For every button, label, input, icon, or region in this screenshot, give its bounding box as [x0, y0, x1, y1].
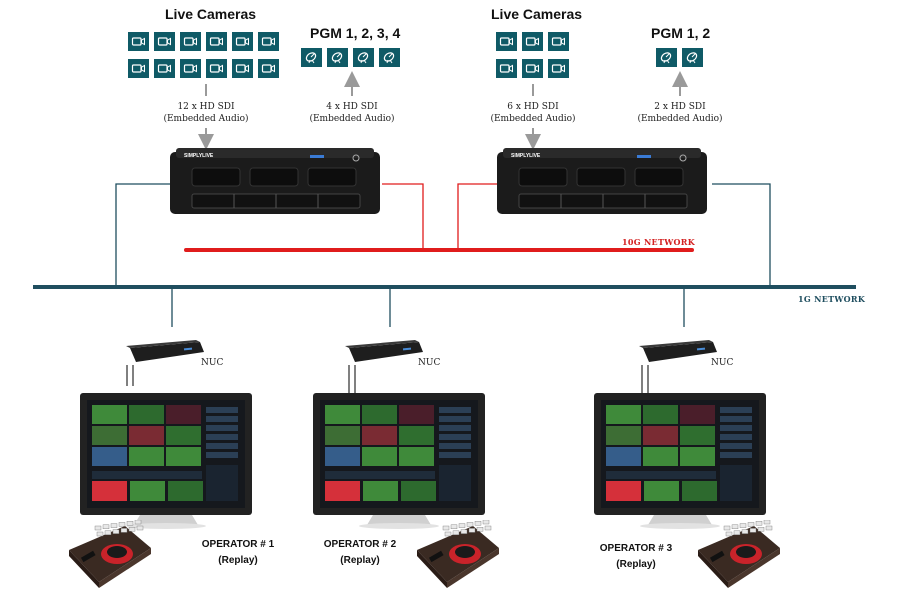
left-pgm-sdi-label: 4 x HD SDI (Embedded Audio): [306, 101, 398, 125]
video-camera-icon: [548, 59, 569, 78]
satellite-dish-icon: [656, 48, 677, 67]
sdi-line: 12 x HD SDI: [177, 102, 235, 112]
video-camera-icon: [258, 59, 279, 78]
sdi-line: (Embedded Audio): [163, 114, 249, 124]
replay-controller-1: [65, 519, 153, 593]
nuc-3-label: NUC: [711, 358, 734, 368]
replay-controller-2: [413, 519, 501, 593]
video-camera-icon: [522, 59, 543, 78]
video-camera-icon: [522, 32, 543, 51]
video-camera-icon: [232, 59, 253, 78]
left-pgm-row: [301, 48, 400, 67]
nuc-2: [345, 340, 423, 362]
video-camera-icon: [232, 32, 253, 51]
server-brand-label: SIMPLYLIVE: [184, 153, 214, 159]
replay-controller-3: [694, 519, 782, 593]
operator-title: OPERATOR # 1: [201, 539, 275, 550]
operator-role: (Replay): [616, 559, 656, 570]
server-right-10g-link: [457, 183, 498, 250]
server-left-1g-link: [115, 183, 170, 287]
replay-server-right: SIMPLYLIVE: [497, 148, 707, 214]
server-brand-label: SIMPLYLIVE: [511, 153, 541, 159]
satellite-dish-icon: [379, 48, 400, 67]
satellite-dish-icon: [327, 48, 348, 67]
camera-row: [128, 32, 279, 51]
video-camera-icon: [128, 59, 149, 78]
sdi-line: 4 x HD SDI: [326, 102, 378, 112]
video-camera-icon: [258, 32, 279, 51]
video-camera-icon: [128, 32, 149, 51]
right-pgm-row: [656, 48, 703, 67]
left-pgm-heading: PGM 1, 2, 3, 4: [310, 25, 401, 41]
satellite-dish-icon: [682, 48, 703, 67]
satellite-dish-icon: [353, 48, 374, 67]
nuc-2-label: NUC: [418, 358, 441, 368]
video-camera-icon: [496, 32, 517, 51]
right-camera-sdi-label: 6 x HD SDI (Embedded Audio): [487, 101, 579, 125]
operator-title: OPERATOR # 2: [323, 539, 397, 550]
operator-title: OPERATOR # 3: [599, 543, 673, 554]
nuc-monitor-cables: [126, 365, 649, 394]
video-camera-icon: [180, 59, 201, 78]
server-right-1g-link: [712, 183, 771, 287]
left-cameras-heading: Live Cameras: [165, 6, 257, 22]
operator-3-workstation: [594, 393, 766, 534]
operator-role: (Replay): [340, 555, 380, 566]
sdi-line: (Embedded Audio): [637, 114, 723, 124]
operator-2-workstation: [313, 393, 485, 534]
video-camera-icon: [154, 59, 175, 78]
video-camera-icon: [496, 59, 517, 78]
sdi-line: 2 x HD SDI: [654, 102, 706, 112]
operator-1-label: OPERATOR # 1 (Replay): [200, 537, 276, 569]
right-pgm-heading: PGM 1, 2: [651, 25, 711, 41]
satellite-dish-icon: [301, 48, 322, 67]
video-camera-icon: [206, 32, 227, 51]
network-1g-label: 1G NETWORK: [798, 294, 866, 304]
nuc-3: [639, 340, 717, 362]
left-camera-grid: [128, 32, 279, 78]
operator-role: (Replay): [218, 555, 258, 566]
sdi-line: 6 x HD SDI: [507, 102, 559, 112]
video-camera-icon: [206, 59, 227, 78]
sdi-line: (Embedded Audio): [309, 114, 395, 124]
network-10g-label: 10G NETWORK: [622, 237, 695, 247]
nuc-1-label: NUC: [201, 358, 224, 368]
right-cameras-heading: Live Cameras: [491, 6, 583, 22]
camera-row: [496, 32, 569, 51]
replay-server-left: SIMPLYLIVE: [170, 148, 380, 214]
operator-3-label: OPERATOR # 3 (Replay): [598, 541, 674, 573]
right-camera-grid: [496, 32, 569, 78]
left-camera-sdi-label: 12 x HD SDI (Embedded Audio): [160, 101, 252, 125]
right-pgm-sdi-label: 2 x HD SDI (Embedded Audio): [634, 101, 726, 125]
camera-row: [496, 59, 569, 78]
operator-2-label: OPERATOR # 2 (Replay): [322, 537, 398, 569]
nuc-1: [126, 340, 204, 362]
operator-1-workstation: [80, 393, 252, 534]
video-camera-icon: [548, 32, 569, 51]
video-camera-icon: [180, 32, 201, 51]
camera-row: [128, 59, 279, 78]
sdi-line: (Embedded Audio): [490, 114, 576, 124]
server-left-10g-link: [382, 183, 424, 250]
video-camera-icon: [154, 32, 175, 51]
